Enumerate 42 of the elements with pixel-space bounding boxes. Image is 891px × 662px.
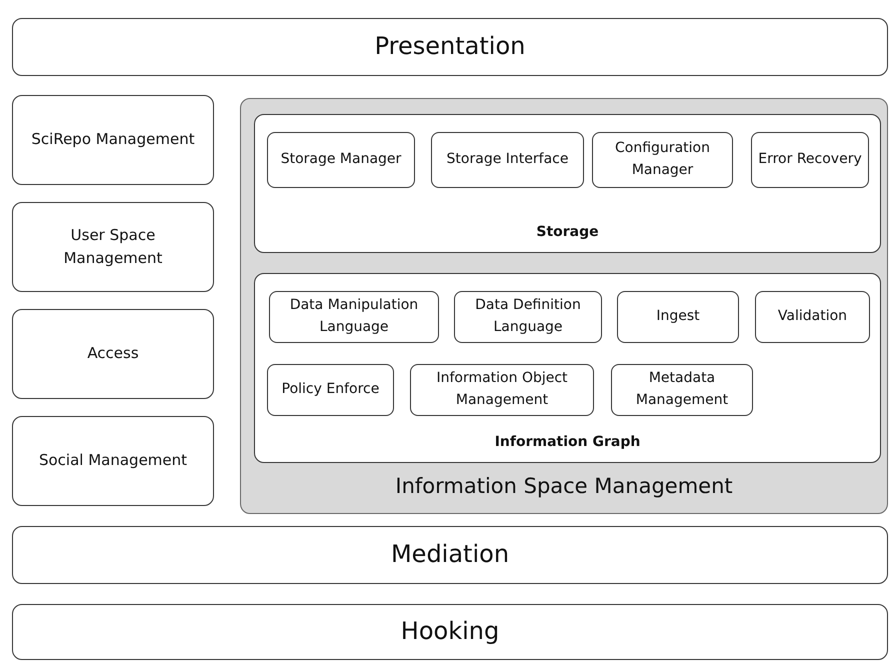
group-title: Storage <box>536 223 599 242</box>
box-label: Error Recovery <box>757 150 863 170</box>
component-box <box>454 291 602 343</box>
box-label: Information Object Management <box>435 369 569 410</box>
layer-box <box>12 18 888 76</box>
component-box <box>267 132 415 188</box>
component-box <box>617 291 739 343</box>
box-label: Hooking <box>400 616 500 648</box>
box-label: Access <box>86 343 140 364</box>
box-label: Storage Manager <box>280 150 402 170</box>
layer-box <box>12 604 888 660</box>
group-panel <box>240 98 888 514</box>
module-box <box>12 202 214 292</box>
box-label: Ingest <box>655 307 701 326</box>
box-label: Data Definition Language <box>474 296 582 337</box>
module-box <box>12 309 214 399</box>
component-box <box>592 132 733 188</box>
box-label: User Space Management <box>62 224 164 269</box>
box-label: Configuration Manager <box>614 139 711 180</box>
module-box <box>12 95 214 185</box>
group-title: Information Graph <box>494 433 640 452</box>
component-box <box>611 364 753 416</box>
box-label: Policy Enforce <box>280 380 380 400</box>
box-label: Data Manipulation Language <box>288 296 420 337</box>
component-box <box>269 291 439 343</box>
box-label: Presentation <box>374 31 526 62</box>
component-box <box>751 132 869 188</box>
box-label: Validation <box>776 307 848 326</box>
box-label: Social Management <box>38 450 188 472</box>
group-title: Information Space Management <box>395 473 733 500</box>
box-label: Storage Interface <box>446 150 570 170</box>
subsystem-panel <box>254 273 881 463</box>
component-box <box>410 364 594 416</box>
module-box <box>12 416 214 506</box>
box-label: SciRepo Management <box>30 129 196 150</box>
layer-box <box>12 526 888 584</box>
component-box <box>431 132 584 188</box>
box-label: Metadata Management <box>634 369 730 410</box>
component-box <box>755 291 870 343</box>
box-label: Mediation <box>390 539 510 570</box>
component-box <box>267 364 394 416</box>
subsystem-panel <box>254 114 881 253</box>
